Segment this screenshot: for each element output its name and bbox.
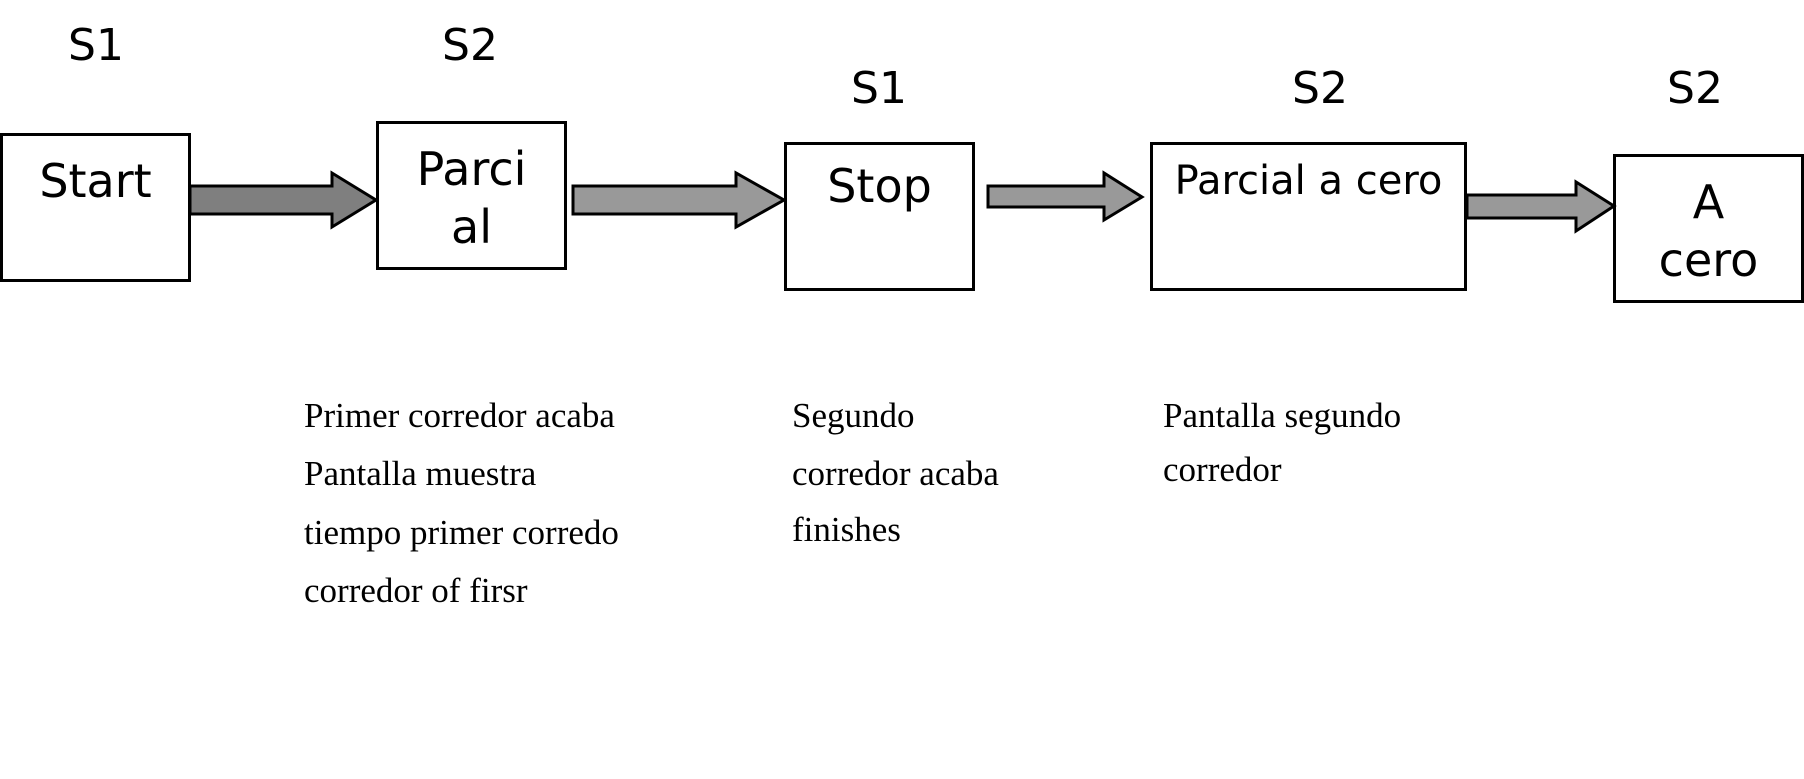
- state-label-a-cero-line1: A: [1692, 175, 1725, 229]
- state-label-a-cero-line2: cero: [1658, 233, 1759, 287]
- state-box-start: Start: [0, 133, 191, 282]
- state-box-parcial-a-cero: Parcial a cero: [1150, 142, 1467, 291]
- note-parcial-a-cero: Pantalla segundo corredor: [1163, 398, 1463, 508]
- state-box-parcial: Parci al: [376, 121, 567, 270]
- signal-label-start: S1: [68, 20, 124, 71]
- state-box-stop: Stop: [784, 142, 975, 291]
- note-parcial-a-cero-line: Pantalla segundo: [1163, 396, 1402, 435]
- state-label-parcial-line1: Parci: [416, 142, 527, 196]
- note-stop-line: Segundo: [792, 396, 915, 435]
- state-box-a-cero: A cero: [1613, 154, 1804, 303]
- state-label-stop: Stop: [827, 159, 932, 213]
- signal-label-a-cero: S2: [1667, 63, 1723, 114]
- note-parcial-line: corredor of firsr: [304, 571, 528, 610]
- state-label-parcial-line2: al: [451, 200, 492, 254]
- note-stop-line: finishes: [792, 510, 901, 549]
- state-label-parcial-a-cero: Parcial a cero: [1174, 158, 1443, 204]
- note-parcial-line: tiempo primer corredo: [304, 513, 619, 552]
- state-label-start: Start: [39, 154, 152, 208]
- note-parcial-line: Primer corredor acaba: [304, 396, 615, 435]
- note-parcial-line: Pantalla muestra: [304, 454, 537, 493]
- note-stop: Segundo corredor acaba finishes: [792, 398, 1052, 558]
- signal-label-parcial-a-cero: S2: [1292, 63, 1348, 114]
- note-parcial-a-cero-line: corredor: [1163, 450, 1282, 489]
- note-stop-line: corredor acaba: [792, 454, 999, 493]
- signal-label-stop: S1: [851, 63, 907, 114]
- note-parcial: Primer corredor acaba Pantalla muestra t…: [304, 398, 684, 618]
- signal-label-parcial: S2: [442, 20, 498, 71]
